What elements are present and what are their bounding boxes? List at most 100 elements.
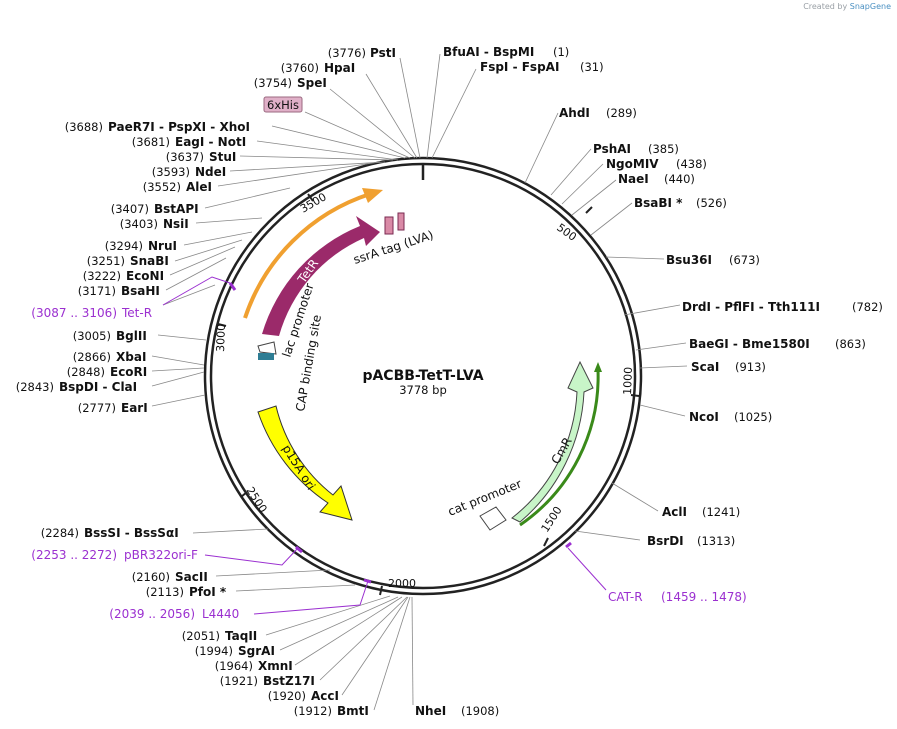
site-pos-xbai: (2866) <box>73 350 111 364</box>
primer-tet-r-arc <box>228 282 237 291</box>
site-name-acli: AclI <box>662 505 687 519</box>
site-name-bsrdi: BsrDI <box>647 534 684 548</box>
site-name-nrui: NruI <box>148 239 177 253</box>
site-name-clai: BspDI - ClaI <box>59 380 137 394</box>
site-name-drdi: DrdI - PflFI - Tth111I <box>682 300 820 314</box>
site-pos-bsssi: (2284) <box>41 526 79 540</box>
site-name-pshai: PshAI <box>593 142 631 156</box>
primer-name-l4440: L4440 <box>202 607 239 621</box>
cmr-arrow <box>511 360 594 523</box>
site-pos-bsrdi: (1313) <box>697 534 735 548</box>
primer-cat-r-arc <box>565 541 572 549</box>
site-pos-stui: (3637) <box>166 150 204 164</box>
p15a-ori-label: p15A ori <box>279 442 318 492</box>
site-name-acci: AccI <box>311 689 339 703</box>
site-name-baegi: BaeGI - Bme1580I <box>689 337 810 351</box>
orange-feature-arc <box>243 192 371 319</box>
site-pos-bstapi: (3407) <box>111 202 149 216</box>
site-name-ahdi: AhdI <box>559 106 590 120</box>
site-pos-sacii: (2160) <box>132 570 170 584</box>
site-pos-ecori: (2848) <box>67 365 105 379</box>
primer-range-pbr322ori-f: (2253 .. 2272) <box>31 548 117 562</box>
primer-leaders <box>162 276 607 615</box>
site-name-noti: EagI - NotI <box>175 135 246 149</box>
site-name-bstz17i: BstZ17I <box>263 674 315 688</box>
primer-l4440-arc <box>363 578 372 584</box>
site-pos-baegi: (863) <box>835 337 866 351</box>
site-pos-nrui: (3294) <box>105 239 143 253</box>
p15a-ori-arrow <box>257 405 353 521</box>
site-pos-pshai: (385) <box>648 142 679 156</box>
site-name-nhei: NheI <box>415 704 446 718</box>
site-name-snabi: SnaBI <box>130 254 169 268</box>
site-pos-alei: (3552) <box>143 180 181 194</box>
cmr-green-arrowhead <box>594 362 602 372</box>
site-pos-econi: (3222) <box>83 269 121 283</box>
site-name-ncoi: NcoI <box>689 410 719 424</box>
site-name-scai: ScaI <box>691 360 719 374</box>
site-pos-ahdi: (289) <box>606 106 637 120</box>
cmr-green-arc <box>519 369 600 527</box>
site-pos-acci: (1920) <box>268 689 306 703</box>
site-name-xhoi: PaeR7I - PspXI - XhoI <box>108 120 250 134</box>
site-pos-nsii: (3403) <box>120 217 158 231</box>
primer-range-cat-r: (1459 .. 1478) <box>661 590 747 604</box>
tetr-arrow <box>262 216 380 336</box>
site-name-taqii: TaqII <box>225 629 257 643</box>
site-pos-xhoi: (3688) <box>65 120 103 134</box>
site-name-bsu36i: Bsu36I <box>666 253 712 267</box>
cat-promoter-label: cat promoter <box>446 476 524 518</box>
primer-range-l4440: (2039 .. 2056) <box>109 607 195 621</box>
plasmid-name: pACBB-TetT-LVA <box>362 368 483 384</box>
site-name-naei: NaeI <box>618 172 649 186</box>
site-name-econi: EcoNI <box>126 269 164 283</box>
site-pos-nhei: (1908) <box>461 704 499 718</box>
site-name-sgrai: SgrAI <box>238 644 275 658</box>
site-name-bsabi: BsaBI * <box>634 196 683 210</box>
site-name-ngomiv: NgoMIV <box>606 157 659 171</box>
site-pos-bsu36i: (673) <box>729 253 760 267</box>
ssra-tag-box-1 <box>384 216 394 235</box>
site-pos-spei: (3754) <box>254 76 292 90</box>
site-pos-pfoi: (2113) <box>146 585 184 599</box>
tick-2500: 2500 <box>243 485 269 516</box>
site-pos-bfuai: (1) <box>553 45 569 59</box>
site-pos-hpai: (3760) <box>281 61 319 75</box>
site-name-psti: PstI <box>370 46 396 60</box>
site-name-bglii: BglII <box>116 329 147 343</box>
site-name-alei: AleI <box>186 180 212 194</box>
site-name-xmni: XmnI <box>258 659 293 673</box>
backbone-outer <box>203 156 643 596</box>
tick-1000: 1000 <box>621 367 635 395</box>
site-name-ndei: NdeI <box>195 165 226 179</box>
site-name-bfuai: BfuAI - BspMI <box>443 45 534 59</box>
site-name-xbai: XbaI <box>116 350 146 364</box>
site-pos-bsabi: (526) <box>696 196 727 210</box>
site-name-spei: SpeI <box>297 76 327 90</box>
site-pos-sgrai: (1994) <box>195 644 233 658</box>
site-name-eari: EarI <box>121 401 148 415</box>
lac-promoter-arrow <box>257 341 277 355</box>
site-name-bmti: BmtI <box>337 704 369 718</box>
ssra-tag-box-2 <box>397 212 405 231</box>
site-pos-scai: (913) <box>735 360 766 374</box>
site-pos-acli: (1241) <box>702 505 740 519</box>
site-pos-bstz17i: (1921) <box>220 674 258 688</box>
site-pos-bglii: (3005) <box>73 329 111 343</box>
site-pos-ncoi: (1025) <box>734 410 772 424</box>
primer-range-tet-r: (3087 .. 3106) <box>31 306 117 320</box>
orange-feature-arrowhead <box>362 188 383 203</box>
site-pos-ngomiv: (438) <box>676 157 707 171</box>
site-name-fspi: FspI - FspAI <box>480 60 559 74</box>
snapgene-credit: Created by SnapGene <box>803 2 891 11</box>
tick-500: 500 <box>554 221 579 244</box>
6xhis-label: 6xHis <box>267 98 299 112</box>
site-name-sacii: SacII <box>175 570 208 584</box>
leader-lines <box>151 53 688 711</box>
plasmid-length: 3778 bp <box>399 383 447 397</box>
primer-name-pbr322ori-f: pBR322ori-F <box>124 548 198 562</box>
site-name-bsssi: BssSI - BssSαI <box>84 526 179 540</box>
site-name-hpai: HpaI <box>324 61 355 75</box>
credit-prefix: Created by <box>803 2 848 11</box>
